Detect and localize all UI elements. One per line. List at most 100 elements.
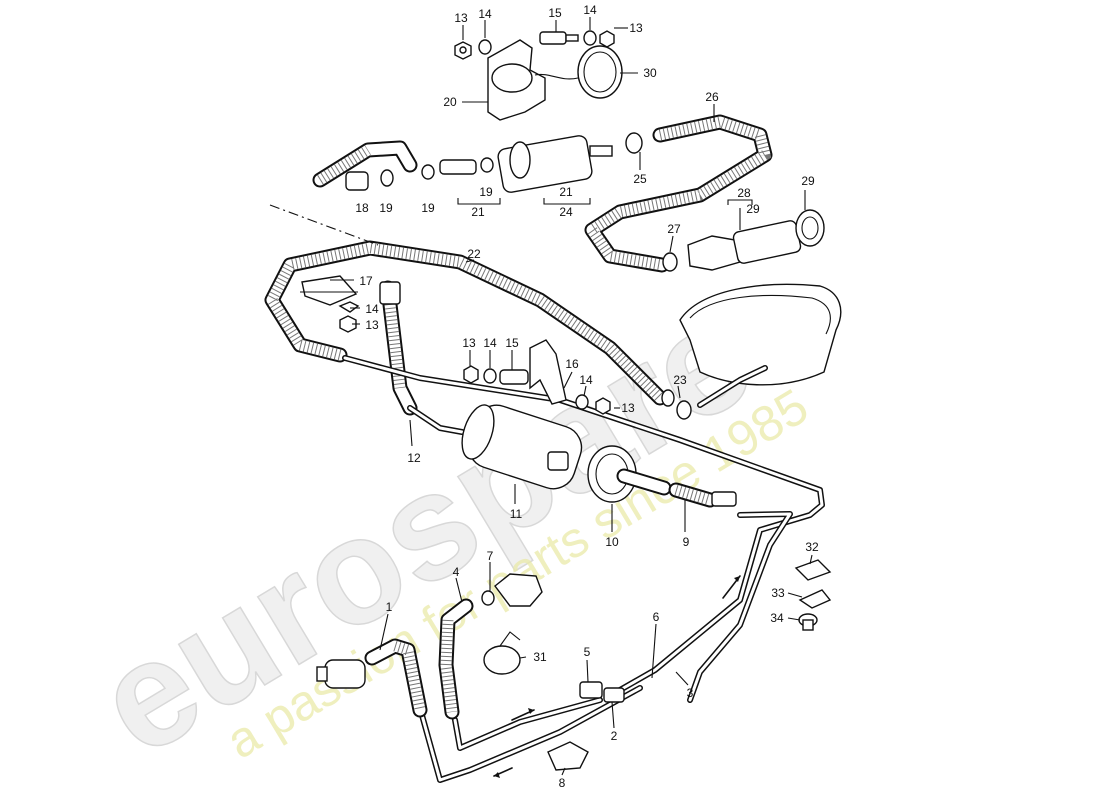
washer-14-top[interactable] (478, 39, 492, 55)
hose-clamp-31[interactable] (483, 645, 521, 675)
filter-1-inlet (316, 666, 328, 682)
clamp-23-right[interactable] (676, 400, 692, 420)
leader-dashdot (269, 204, 379, 246)
callout-21: 21 (471, 205, 485, 219)
hose-26 (584, 114, 773, 273)
callout-2: 2 (611, 729, 618, 743)
fuel-pump-11[interactable] (456, 400, 587, 495)
clamp-31-screw (499, 631, 521, 647)
callout-16: 16 (565, 357, 579, 371)
callout-6: 6 (653, 610, 660, 624)
callout-13: 13 (365, 318, 379, 332)
union-fitting-21[interactable] (439, 159, 477, 175)
sender-body-28[interactable] (687, 235, 741, 271)
nut-13-right[interactable] (595, 397, 611, 415)
pump-outlet (587, 445, 737, 508)
nut-13-top-right[interactable] (599, 30, 615, 48)
washer-14-right[interactable] (575, 394, 589, 410)
callout-13: 13 (462, 336, 476, 350)
washer-19c[interactable] (480, 157, 494, 173)
callout-29: 29 (801, 174, 815, 188)
callout-14: 14 (583, 3, 597, 17)
clip-33[interactable] (798, 589, 832, 609)
callout-14: 14 (365, 302, 379, 316)
clamp-23-left[interactable] (661, 389, 675, 407)
fitting-5[interactable] (579, 681, 603, 699)
tank-rim (689, 294, 831, 335)
screw-15-top[interactable] (539, 31, 567, 45)
sender-assembly (662, 209, 825, 272)
fitting-2[interactable] (603, 687, 625, 703)
hose-12 (379, 280, 418, 416)
callout-4: 4 (453, 565, 460, 579)
callout-12: 12 (407, 451, 421, 465)
callout-8: 8 (559, 776, 566, 790)
washer-14-top-right[interactable] (583, 30, 597, 46)
callout-27: 27 (667, 222, 681, 236)
callout-26: 26 (705, 90, 719, 104)
screw-15-lower[interactable] (499, 369, 529, 385)
hose-clamp-25[interactable] (625, 132, 643, 154)
callout-14: 14 (579, 373, 593, 387)
callout-23: 23 (673, 373, 687, 387)
callout-29: 29 (746, 202, 760, 216)
callout-13: 13 (621, 401, 635, 415)
regulator-clamp (481, 590, 495, 606)
connector-32[interactable] (794, 559, 832, 581)
bracket-link-line (534, 73, 579, 80)
callout-18: 18 (355, 201, 369, 215)
callout-13: 13 (629, 21, 643, 35)
pressure-regulator-7[interactable] (494, 573, 543, 607)
callout-24: 24 (559, 205, 573, 219)
flow-arrows (493, 575, 741, 778)
filter-1[interactable] (324, 659, 366, 689)
bracket-16[interactable] (529, 339, 567, 405)
middle-bracket-assembly (300, 275, 692, 420)
right-small-parts (794, 559, 832, 631)
callout-30: 30 (643, 66, 657, 80)
callout-15: 15 (505, 336, 519, 350)
bolt-34-shank (802, 619, 814, 631)
callout-21: 21 (559, 185, 573, 199)
callout-22: 22 (467, 247, 481, 261)
top-filter-assembly (312, 30, 753, 205)
callout-17: 17 (359, 274, 373, 288)
callout-13: 13 (454, 11, 468, 25)
seal-ring-29[interactable] (795, 209, 825, 247)
nut-13-mid[interactable] (339, 315, 357, 333)
clamp-inner (583, 51, 617, 93)
callout-14: 14 (483, 336, 497, 350)
callout-19: 19 (421, 201, 435, 215)
callout-20: 20 (443, 95, 457, 109)
leader-lines (330, 17, 813, 776)
callout-34: 34 (770, 611, 784, 625)
strainer-29[interactable] (732, 220, 802, 265)
callout-31: 31 (533, 650, 547, 664)
clip-17[interactable] (301, 275, 358, 306)
callout-7: 7 (487, 549, 494, 563)
nut-13-lower[interactable] (463, 365, 479, 384)
filter-outlet (589, 145, 613, 157)
washer-14-lower[interactable] (483, 368, 497, 384)
callout-28: 28 (737, 186, 751, 200)
filter-end-cap (509, 141, 531, 179)
callout-5: 5 (584, 645, 591, 659)
callouts: 13 14 15 14 13 30 20 26 18 19 19 19 21 2… (355, 3, 819, 790)
hose-22 (264, 240, 668, 406)
clip-8[interactable] (547, 741, 589, 771)
callout-9: 9 (683, 535, 690, 549)
lower-left-assembly (316, 573, 543, 720)
pipe-fittings (547, 681, 625, 771)
hose-clamp-30[interactable] (577, 45, 623, 99)
callout-19: 19 (479, 185, 493, 199)
callout-10: 10 (605, 535, 619, 549)
washer-19a[interactable] (380, 169, 394, 187)
hose-fitting-9[interactable] (711, 491, 737, 507)
bracket-clamp-ring (491, 63, 533, 93)
washer-19b[interactable] (421, 164, 435, 180)
hose-clamp-27[interactable] (662, 252, 678, 272)
cap-18[interactable] (345, 171, 369, 191)
nut-14-mid[interactable] (338, 301, 360, 313)
